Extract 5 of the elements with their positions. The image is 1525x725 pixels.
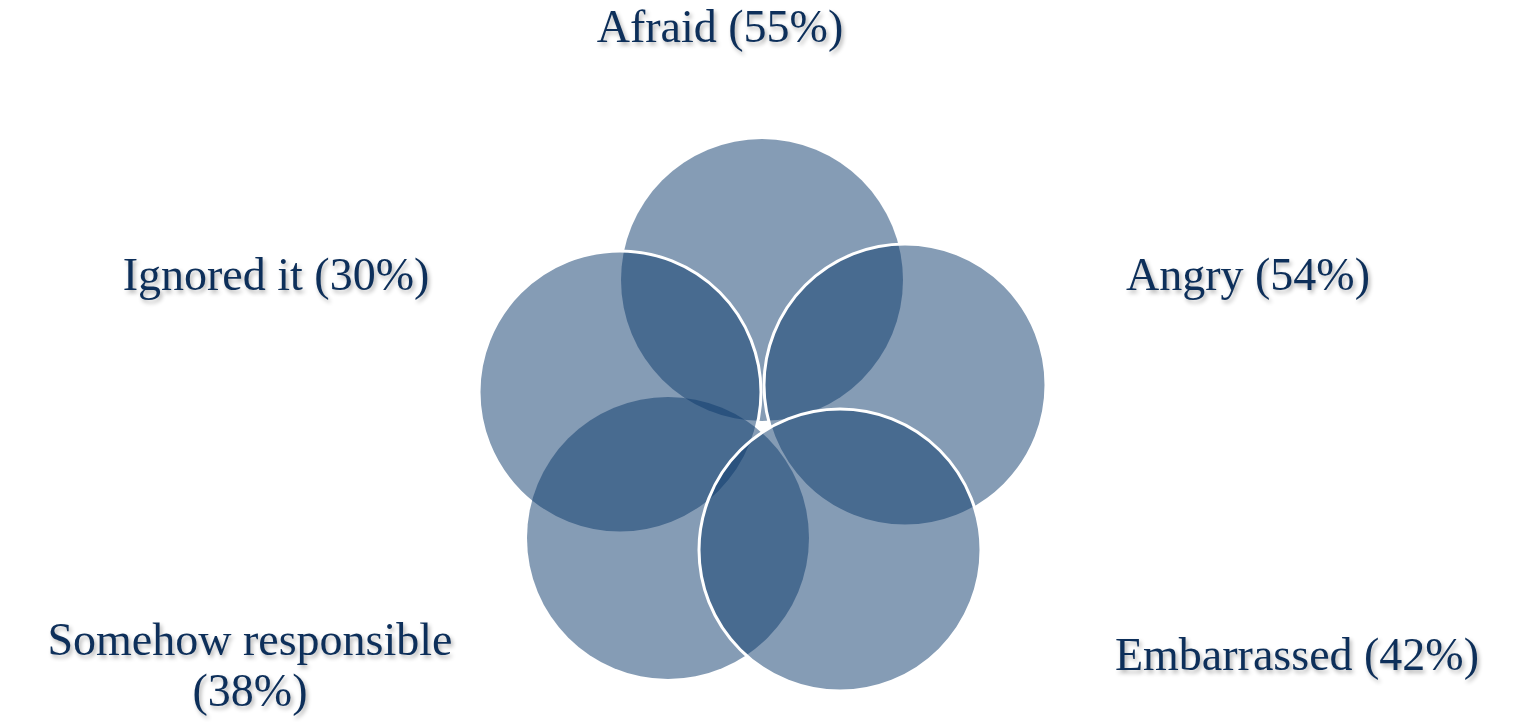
circle-label: Embarrassed (42%) xyxy=(1114,630,1480,681)
circle-label: Afraid (55%) xyxy=(595,2,845,53)
circle-label: Ignored it (30%) xyxy=(121,250,431,301)
circle-label: Angry (54%) xyxy=(1125,250,1371,301)
circle-label: Somehow responsible (38%) xyxy=(46,615,454,717)
